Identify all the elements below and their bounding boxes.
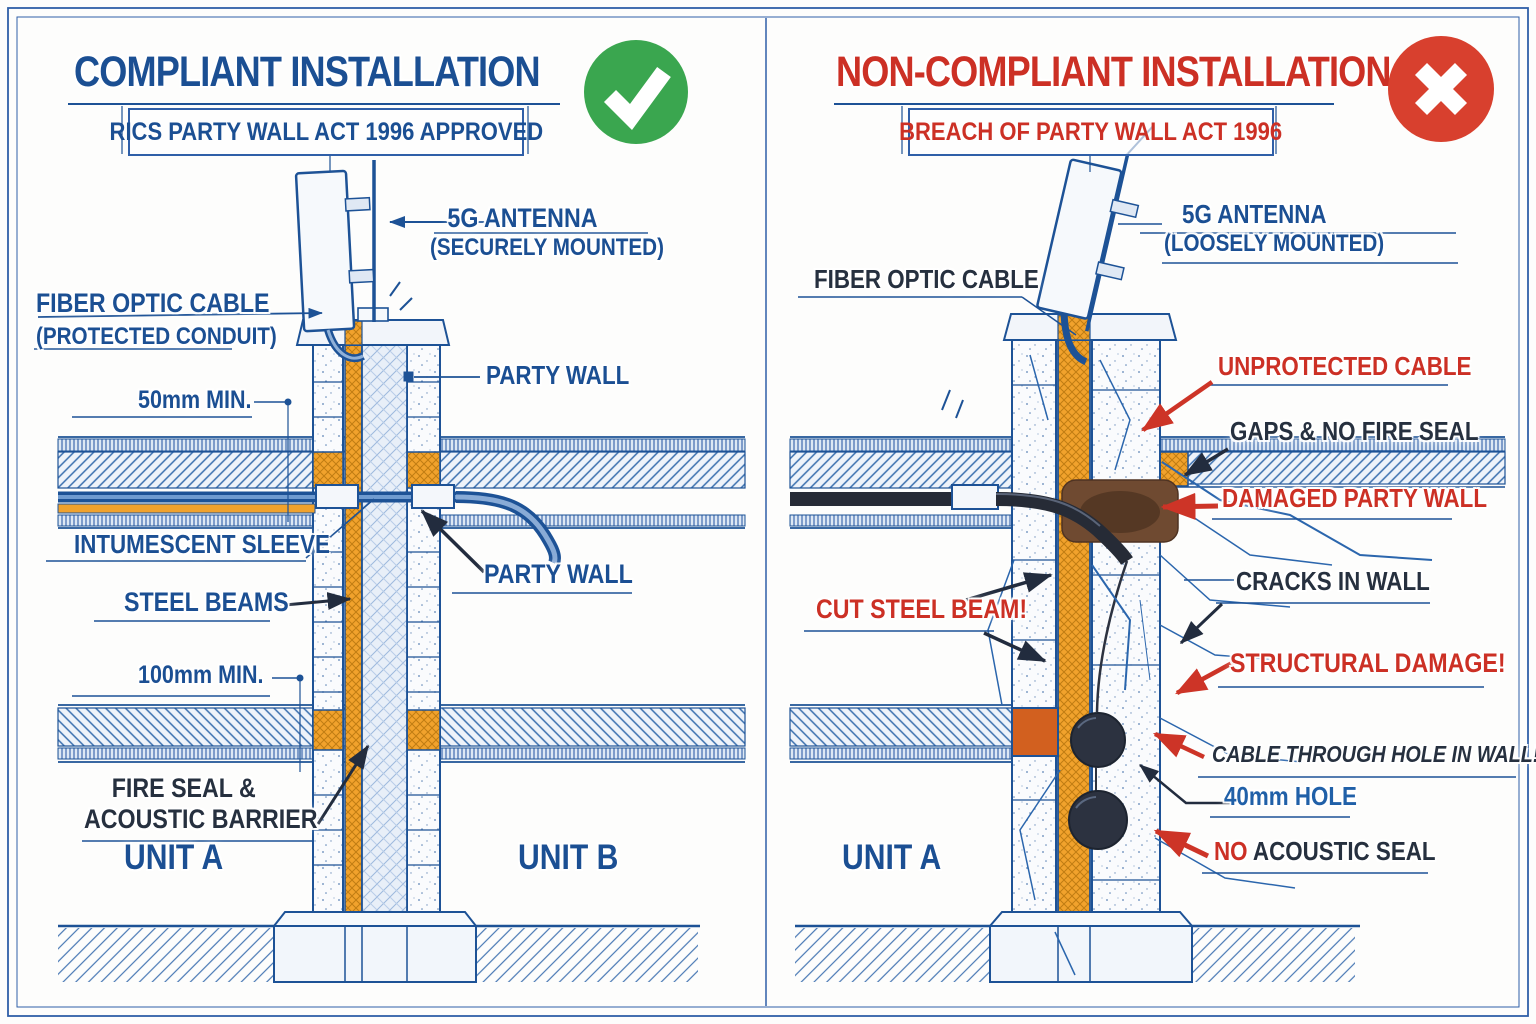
label-intumescent-sleeve: INTUMESCENT SLEEVE: [74, 529, 330, 559]
right-title: NON-COMPLIANT INSTALLATION: [836, 48, 1392, 96]
label-cable-through-hole: CABLE THROUGH HOLE IN WALL!: [1212, 741, 1536, 767]
foundation-left: [58, 911, 700, 983]
left-subtitle: RICS PARTY WALL ACT 1996 APPROVED: [109, 117, 543, 146]
label-5g-antenna-left: 5G ANTENNA (SECURELY MOUNTED): [430, 203, 664, 261]
label-unit-a-right: UNIT A: [842, 838, 942, 877]
antenna-noncompliant: [1036, 126, 1154, 365]
protected-conduit: [57, 484, 561, 566]
cross-glyph: [1414, 62, 1468, 116]
foundation-right: [795, 911, 1360, 983]
label-50mm-min: 50mm MIN.: [138, 386, 252, 414]
label-fire-seal: FIRE SEAL & ACOUSTIC BARRIER: [84, 773, 318, 834]
label-fiber-optic-left: FIBER OPTIC CABLE (PROTECTED CONDUIT): [36, 288, 277, 350]
label-fiber-optic-right: FIBER OPTIC CABLE: [814, 264, 1039, 294]
label-5g-antenna-right: 5G ANTENNA (LOOSELY MOUNTED): [1164, 199, 1385, 257]
check-glyph: [603, 66, 671, 131]
label-gaps-no-fire-seal: GAPS & NO FIRE SEAL: [1230, 416, 1479, 446]
label-structural-damage: STRUCTURAL DAMAGE!: [1230, 648, 1506, 678]
label-100mm-min: 100mm MIN.: [138, 661, 264, 689]
label-party-wall-mid: PARTY WALL: [484, 559, 633, 589]
label-unprotected-cable: UNPROTECTED CABLE: [1218, 351, 1472, 381]
antenna-compliant: [294, 160, 413, 363]
left-annotations: [34, 103, 648, 842]
label-cracks-in-wall: CRACKS IN WALL: [1236, 566, 1430, 596]
page-frame: [7, 7, 1529, 1017]
label-unit-a-left: UNIT A: [124, 838, 224, 877]
label-unit-b: UNIT B: [518, 838, 619, 877]
right-subtitle-box: BREACH OF PARTY WALL ACT 1996: [899, 108, 1283, 156]
left-subtitle-box: RICS PARTY WALL ACT 1996 APPROVED: [109, 108, 543, 156]
left-title: COMPLIANT INSTALLATION: [74, 48, 541, 96]
label-steel-beams: STEEL BEAMS: [124, 587, 289, 617]
right-subtitle: BREACH OF PARTY WALL ACT 1996: [899, 117, 1283, 146]
check-icon: [584, 40, 688, 144]
label-no-acoustic-seal: NO ACOUSTIC SEAL: [1214, 836, 1436, 866]
label-cut-steel-beam: CUT STEEL BEAM!: [816, 594, 1028, 624]
right-annotations: [798, 103, 1516, 874]
wall-holes: [1068, 712, 1128, 850]
label-damaged-party-wall: DAMAGED PARTY WALL: [1222, 483, 1488, 513]
cross-icon: [1388, 36, 1494, 142]
label-party-wall-top: PARTY WALL: [486, 360, 630, 390]
label-40mm-hole: 40mm HOLE: [1224, 781, 1357, 811]
left-diagram: [34, 103, 746, 983]
right-diagram: [789, 103, 1516, 983]
crack-lines: [987, 354, 1433, 901]
unprotected-cable-path: [790, 484, 1133, 713]
